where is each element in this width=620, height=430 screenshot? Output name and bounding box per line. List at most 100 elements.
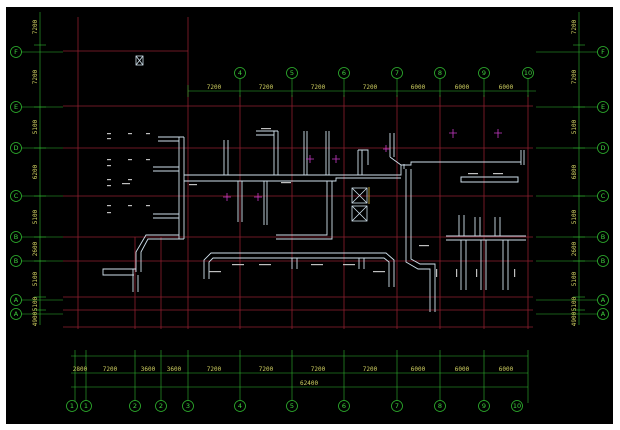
svg-text:C: C — [601, 192, 606, 200]
structural-grid — [63, 17, 533, 329]
right-dim-3: 6800 — [571, 164, 578, 179]
top-axis-bubble-1: 5 — [286, 67, 298, 79]
bottom-axis-bubble-10: 9 — [478, 400, 490, 412]
left-dim-0: 7200 — [32, 19, 39, 34]
left-axis-bubble-5: B — [10, 255, 22, 267]
svg-text:F: F — [14, 48, 18, 56]
svg-text:E: E — [601, 103, 605, 111]
svg-text:B: B — [601, 233, 605, 241]
left-axis-bubble-1: E — [10, 101, 22, 113]
bottom-dim-4: 7200 — [207, 366, 222, 373]
svg-text:C: C — [14, 192, 19, 200]
diffuser-markers — [223, 129, 502, 201]
top-axis-bubble-4: 8 — [434, 67, 446, 79]
total-dimension: 62400 — [300, 380, 318, 387]
svg-text:B: B — [601, 257, 605, 265]
left-dim-1: 7200 — [32, 69, 39, 84]
svg-text:B: B — [14, 257, 18, 265]
left-axis-bubble-3: C — [10, 190, 22, 202]
svg-text:4: 4 — [238, 402, 242, 410]
bottom-dim-7: 7200 — [363, 366, 378, 373]
bottom-dim-2: 3600 — [141, 366, 156, 373]
top-axis-bubble-5: 9 — [478, 67, 490, 79]
left-dim-2: 5100 — [32, 119, 39, 134]
svg-text:1: 1 — [84, 402, 88, 410]
left-axis-bubble-6: A — [10, 294, 22, 306]
svg-text:5: 5 — [290, 402, 294, 410]
svg-text:B: B — [14, 233, 18, 241]
left-dim-6: 5100 — [32, 271, 39, 286]
right-dim-4: 5100 — [571, 209, 578, 224]
svg-text:2: 2 — [159, 402, 163, 410]
right-dim-1: 7200 — [571, 69, 578, 84]
right-axis-bubble-0: F — [597, 46, 609, 58]
bottom-dim-0: 2800 — [73, 366, 88, 373]
top-dim-4: 6000 — [411, 84, 426, 91]
left-axis-bubble-2: D — [10, 142, 22, 154]
bottom-axis-bubble-5: 4 — [234, 400, 246, 412]
bottom-axis-bubble-7: 6 — [338, 400, 350, 412]
right-dim-8: 4900 — [571, 311, 578, 326]
svg-text:6: 6 — [342, 402, 346, 410]
svg-text:F: F — [601, 48, 605, 56]
bottom-axis-bubble-9: 8 — [434, 400, 446, 412]
left-axis-bubble-4: B — [10, 231, 22, 243]
svg-text:A: A — [14, 296, 19, 304]
left-dim-4: 5100 — [32, 209, 39, 224]
bottom-dim-1: 7200 — [103, 366, 118, 373]
svg-text:10: 10 — [524, 69, 532, 77]
svg-text:9: 9 — [482, 69, 486, 77]
top-axis-bubble-3: 7 — [391, 67, 403, 79]
right-axis-bubble-5: B — [597, 255, 609, 267]
svg-text:10: 10 — [513, 402, 521, 410]
svg-text:A: A — [601, 310, 606, 318]
top-dim-5: 6000 — [455, 84, 470, 91]
top-dim-0: 7200 — [207, 84, 222, 91]
bottom-axis-bubble-6: 5 — [286, 400, 298, 412]
right-dim-5: 2600 — [571, 241, 578, 256]
svg-text:4: 4 — [238, 69, 242, 77]
svg-text:2: 2 — [133, 402, 137, 410]
bottom-dim-8: 6000 — [411, 366, 426, 373]
right-dim-6: 5100 — [571, 271, 578, 286]
bottom-axis-bubble-2: 2 — [129, 400, 141, 412]
right-dim-2: 5100 — [571, 119, 578, 134]
right-axis-bubble-4: B — [597, 231, 609, 243]
left-dim-8: 4900 — [32, 311, 39, 326]
bottom-dim-5: 7200 — [259, 366, 274, 373]
annotation-blocks — [107, 128, 516, 277]
svg-text:3: 3 — [186, 402, 190, 410]
top-dim-2: 7200 — [311, 84, 326, 91]
right-axis-bubble-2: D — [597, 142, 609, 154]
dimension-lines — [19, 12, 600, 403]
right-axis-bubble-6: A — [597, 294, 609, 306]
svg-text:E: E — [14, 103, 18, 111]
bottom-axis-bubble-11: 10 — [511, 400, 523, 412]
top-axis-bubble-0: 4 — [234, 67, 246, 79]
svg-text:1: 1 — [70, 402, 74, 410]
bottom-axis-bubble-4: 3 — [182, 400, 194, 412]
left-dim-7: 5100 — [32, 296, 39, 311]
right-axis-bubble-1: E — [597, 101, 609, 113]
ductwork — [102, 130, 526, 312]
bottom-axis-bubble-8: 7 — [391, 400, 403, 412]
top-axis-bubble-6: 10 — [522, 67, 534, 79]
top-dim-3: 7200 — [363, 84, 378, 91]
svg-text:5: 5 — [290, 69, 294, 77]
svg-text:D: D — [13, 144, 18, 152]
bottom-dim-10: 6000 — [499, 366, 514, 373]
svg-text:A: A — [14, 310, 19, 318]
bottom-dim-9: 6000 — [455, 366, 470, 373]
left-dim-3: 6200 — [32, 164, 39, 179]
equipment-units — [135, 55, 519, 222]
bottom-dim-6: 7200 — [311, 366, 326, 373]
right-axis-bubble-3: C — [597, 190, 609, 202]
right-dim-0: 7200 — [571, 19, 578, 34]
